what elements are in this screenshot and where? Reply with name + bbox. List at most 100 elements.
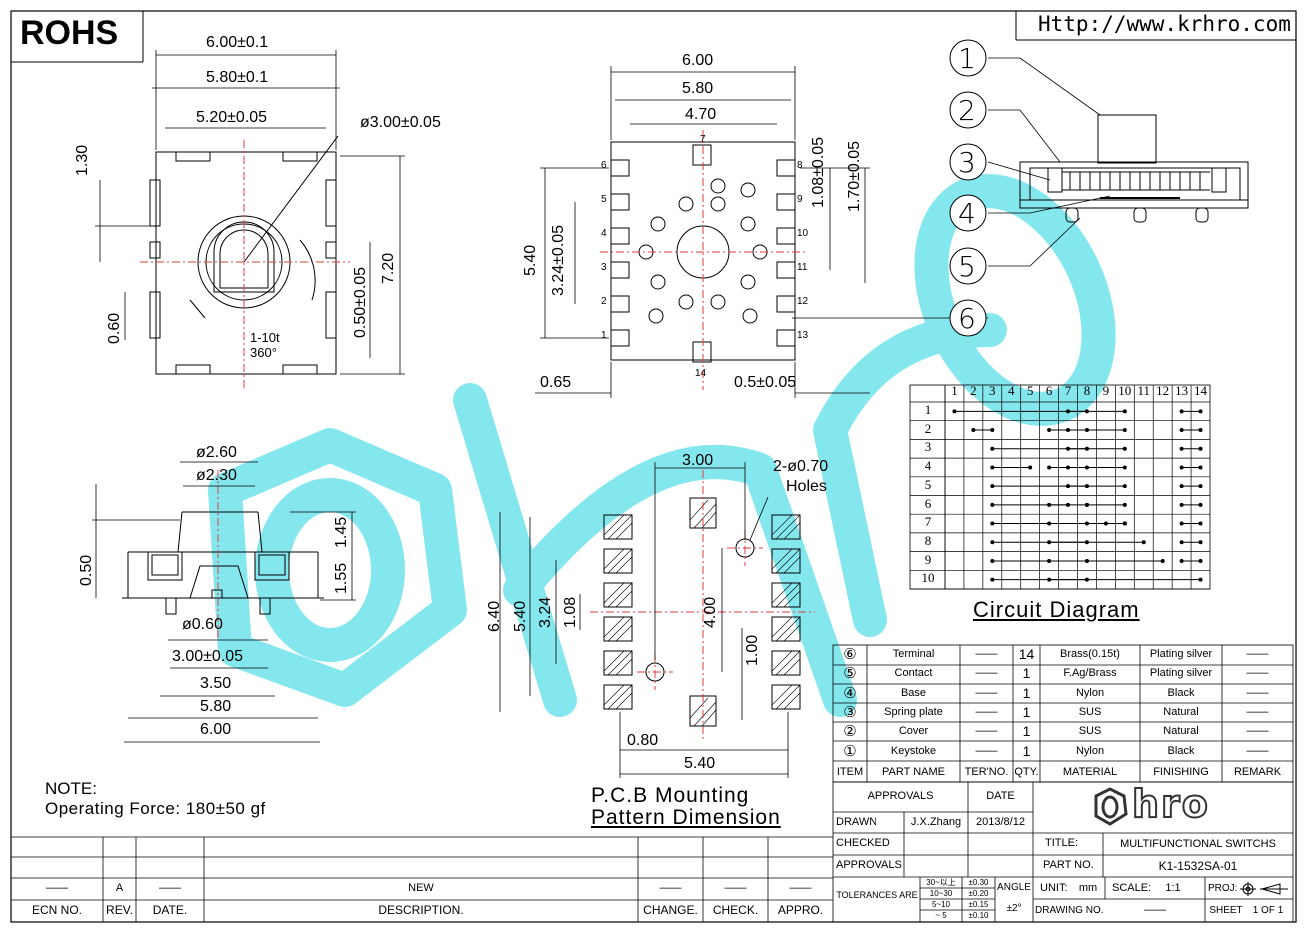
- circuit-node: [1066, 446, 1071, 451]
- bom-cell-ter: ——: [975, 705, 998, 718]
- projection-icon: [1240, 882, 1290, 896]
- pin-number: 6: [601, 160, 607, 171]
- checked-label: CHECKED: [836, 837, 890, 849]
- circuit-node: [1084, 446, 1089, 451]
- dim-label: 6.40: [486, 600, 503, 632]
- dim-label: ø3.00±0.05: [360, 114, 441, 131]
- bom-cell-part: Keystoke: [890, 744, 937, 757]
- sheet-border: [10, 10, 1297, 923]
- circuit-node: [1066, 428, 1071, 433]
- dim-label: 6.00±0.1: [206, 34, 269, 51]
- bom-cell-remark: ——: [1246, 667, 1269, 680]
- pcb-hatching: [603, 499, 801, 727]
- bom-cell-no: ③: [843, 703, 857, 721]
- sheet-label: SHEET: [1209, 905, 1243, 916]
- rev-label: REV.: [106, 903, 133, 917]
- bom-cell-ter: ——: [975, 725, 998, 738]
- change-header: CHANGE.: [643, 903, 698, 917]
- pin-number: 8: [797, 160, 803, 171]
- bom-cell-remark: ——: [1246, 725, 1269, 738]
- rev-rev: A: [115, 882, 124, 894]
- bom-cell-ter: ——: [975, 667, 998, 680]
- appro-header: APPRO.: [777, 903, 824, 917]
- bom-cell-part: Cover: [898, 725, 929, 738]
- pin-number: 4: [601, 228, 607, 239]
- drawing-no-value: ——: [1144, 904, 1166, 916]
- callout-number: 2: [958, 94, 976, 127]
- header-boxes: [11, 11, 1296, 63]
- circuit-col-label: 9: [1102, 383, 1110, 398]
- note-title: NOTE:: [45, 779, 97, 798]
- circuit-row-label: 5: [924, 476, 932, 492]
- tol-range: 10~30: [929, 889, 953, 898]
- circuit-col-label: 10: [1118, 383, 1132, 398]
- circuit-node: [990, 558, 995, 563]
- bom-cell-material: SUS: [1078, 705, 1102, 718]
- pin-number: 12: [797, 296, 809, 307]
- bottom-view-dimlines: [535, 66, 870, 398]
- circuit-col-label: 8: [1083, 383, 1091, 398]
- drawing-no-label: DRAWING NO.: [1035, 905, 1104, 916]
- pin-number: 9: [797, 194, 803, 205]
- circuit-node: [1198, 409, 1203, 414]
- callout-circle: [949, 247, 987, 285]
- part-no-label: PART NO.: [1043, 859, 1094, 871]
- circuit-node: [1179, 521, 1184, 526]
- bom-cell-remark: ——: [1246, 744, 1269, 757]
- circuit-node: [1084, 428, 1089, 433]
- rotation-note: 1-10t: [250, 330, 280, 345]
- approvals2-label: APPROVALS: [836, 859, 902, 871]
- dim-label: 2-ø0.70: [773, 458, 829, 475]
- company-logo: hro: [1090, 781, 1250, 828]
- date-label: DATE: [986, 790, 1015, 802]
- circuit-node: [1122, 446, 1127, 451]
- dim-label: 7.20: [380, 252, 397, 284]
- dim-label: 1.08±0.05: [810, 136, 827, 208]
- tol-value: ±0.15: [968, 900, 989, 909]
- pin-number: 11: [797, 262, 808, 273]
- bom-header-ter: TER'NO.: [964, 766, 1009, 778]
- dim-label: 0.65: [540, 374, 572, 391]
- sheet-value: 1 OF 1: [1252, 905, 1284, 916]
- dim-label: 0.80: [627, 732, 659, 749]
- circuit-node: [1047, 558, 1052, 563]
- circuit-row-label: 7: [924, 514, 932, 530]
- circuit-col-label: 4: [1007, 383, 1015, 398]
- bom-cell-qty: 1: [1022, 742, 1031, 759]
- circuit-node: [1122, 409, 1127, 414]
- circuit-node: [1179, 484, 1184, 489]
- dim-label: Holes: [786, 478, 827, 495]
- rev-check: ——: [724, 882, 747, 894]
- bom-cell-qty: 1: [1022, 665, 1031, 682]
- circuit-node: [1028, 465, 1033, 470]
- circuit-node: [1084, 540, 1089, 545]
- top-view-dimlines: [95, 50, 405, 375]
- circuit-row-label: 8: [924, 532, 932, 548]
- circuit-node: [1179, 446, 1184, 451]
- circuit-node: [1198, 428, 1203, 433]
- bom-cell-finish: Natural: [1163, 725, 1199, 738]
- circuit-node: [990, 521, 995, 526]
- bom-header-material: MATERIAL: [1062, 766, 1118, 778]
- dim-label: 5.20±0.05: [196, 109, 268, 126]
- pin-number: 13: [797, 330, 809, 341]
- bom-cell-no: ⑤: [843, 665, 857, 683]
- dim-label: 5.40: [684, 755, 716, 772]
- circuit-col-label: 7: [1064, 383, 1072, 398]
- dim-label: ø2.60: [196, 444, 237, 461]
- approvals-label: APPROVALS: [867, 790, 934, 802]
- circuit-node: [1198, 558, 1203, 563]
- circuit-title: Circuit Diagram: [973, 597, 1140, 622]
- circuit-node: [1103, 521, 1108, 526]
- tol-value: ±0.20: [968, 889, 989, 898]
- website-url[interactable]: Http://www.krhro.com: [1038, 12, 1291, 36]
- bom-cell-finish: Black: [1167, 686, 1195, 699]
- circuit-node: [1198, 540, 1203, 545]
- date-header: DATE.: [152, 903, 188, 917]
- rev-ecn: ——: [46, 882, 68, 894]
- callout-number: 5: [958, 250, 976, 283]
- circuit-node: [1084, 521, 1089, 526]
- bom-cell-qty: 14: [1018, 646, 1035, 662]
- callout-circle: [949, 299, 987, 337]
